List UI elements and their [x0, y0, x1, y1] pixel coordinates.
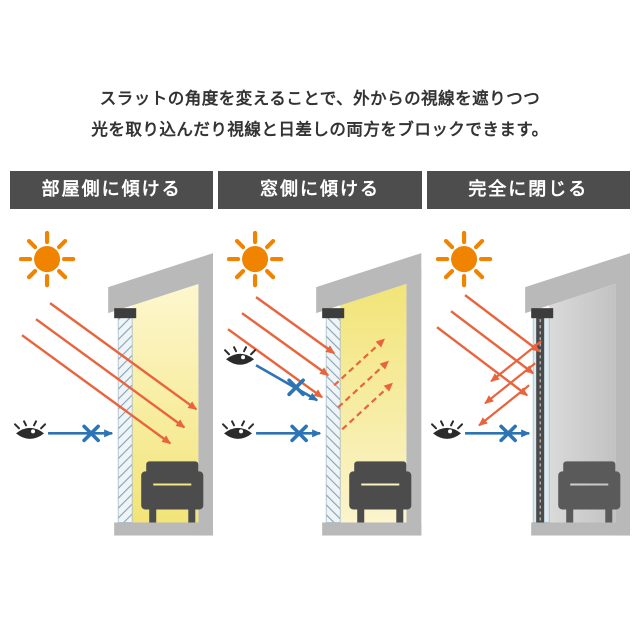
sunlight-arrows: [435, 294, 540, 397]
panel-tilt-to-window: 窓側に傾ける: [218, 171, 422, 568]
window-blind-closed: [530, 308, 553, 523]
sunlight-arrows: [21, 302, 198, 445]
view-arrow-upper: [255, 364, 319, 402]
intro-text: スラットの角度を変えることで、外からの視線を遮りつつ 光を取り込んだり視線と日差…: [10, 84, 630, 145]
panels-row: 部屋側に傾ける: [10, 171, 630, 568]
house-floor: [530, 522, 630, 536]
window-blind-tilted-room: [114, 308, 137, 523]
illustration-fully-closed: [430, 230, 630, 536]
eye-icon-lower: [222, 420, 255, 439]
x-mark-icon: [498, 424, 517, 443]
reflected-light-arrows: [477, 340, 542, 427]
house-floor: [114, 522, 214, 536]
intro-line-2: 光を取り込んだり視線と日差しの両方をブロックできます。: [91, 119, 549, 139]
sunlight-arrows: [227, 296, 336, 399]
house-wall: [614, 269, 630, 536]
window-blind-tilted-window: [322, 308, 345, 523]
sofa-icon: [141, 461, 204, 523]
panel-header-1: 部屋側に傾ける: [10, 171, 214, 210]
eye-icon: [430, 420, 463, 439]
house-floor: [322, 522, 422, 536]
diffused-light-arrows: [333, 338, 394, 431]
panel-fully-closed: 完全に閉じる: [426, 171, 630, 568]
blind-bracket: [530, 308, 553, 319]
panel-title-2: 窓側に傾ける: [259, 179, 380, 201]
house-roof: [108, 253, 214, 314]
blind-bracket: [114, 308, 137, 319]
panel-tilt-to-room: 部屋側に傾ける: [10, 171, 214, 568]
illustration-tilt-to-window: [222, 230, 422, 536]
x-mark-icon-lower: [290, 424, 309, 443]
intro-line-1: スラットの角度を変えることで、外からの視線を遮りつつ: [99, 89, 541, 108]
sofa-icon: [557, 461, 620, 523]
eye-icon: [14, 420, 47, 439]
house-roof: [524, 253, 630, 314]
sun-icon: [227, 230, 284, 288]
panel-title-1: 部屋側に傾ける: [41, 179, 182, 201]
x-mark-icon-upper: [287, 378, 306, 397]
house-wall: [406, 269, 422, 536]
illustration-tilt-to-room: [14, 230, 214, 536]
panel-header-2: 窓側に傾ける: [218, 171, 422, 210]
sofa-icon: [349, 461, 412, 523]
sun-icon: [18, 230, 76, 288]
house-wall: [198, 269, 214, 536]
eye-icon-upper: [224, 346, 257, 365]
sun-icon: [435, 230, 492, 288]
panel-header-3: 完全に閉じる: [426, 171, 630, 210]
x-mark-icon: [82, 424, 100, 443]
panel-title-3: 完全に閉じる: [468, 179, 589, 201]
blind-bracket: [322, 308, 345, 319]
house-roof: [316, 253, 422, 314]
